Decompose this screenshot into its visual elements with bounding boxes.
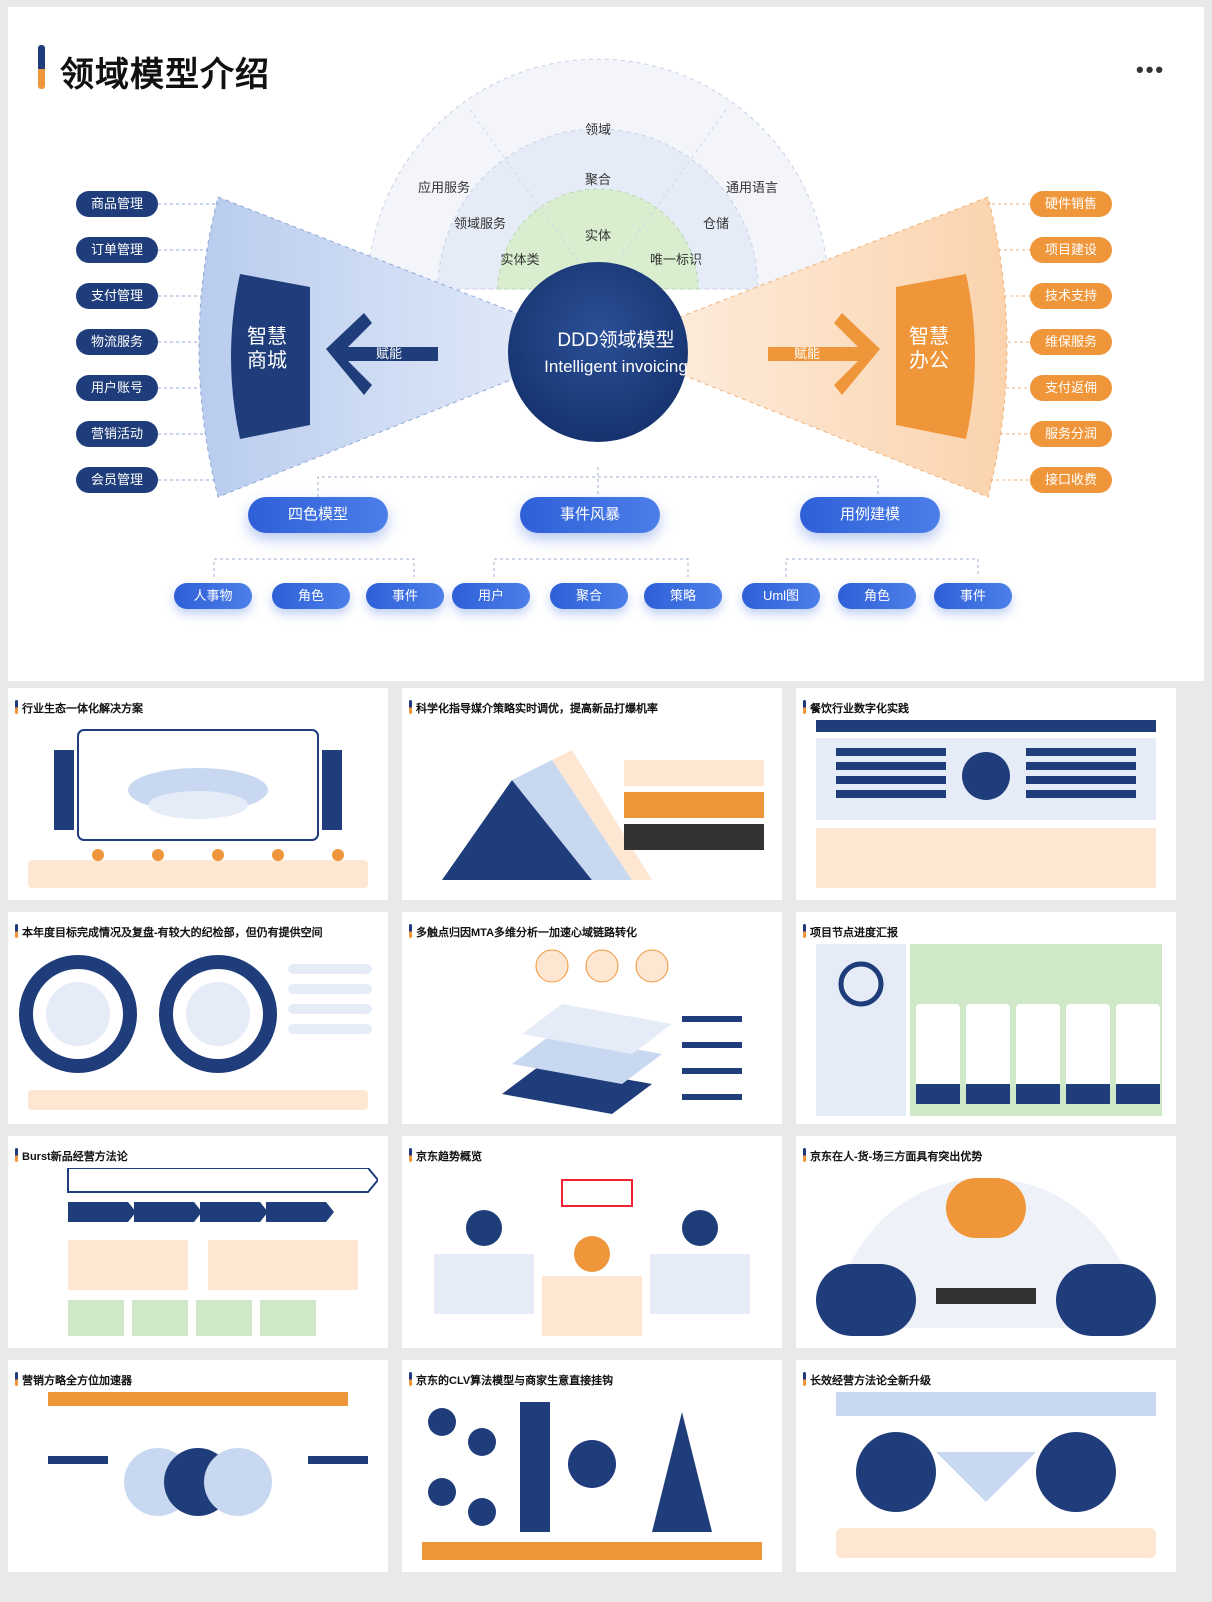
sub-item-people-things[interactable]: 人事物 bbox=[174, 583, 252, 609]
thumbnail-slide[interactable]: 科学化指导媒介策略实时调优，提高新品打爆机率 bbox=[402, 688, 782, 900]
more-menu-icon[interactable]: ••• bbox=[1136, 57, 1166, 82]
sub-item-uml[interactable]: Uml图 bbox=[742, 583, 820, 609]
left-item-member[interactable]: 会员管理 bbox=[76, 467, 158, 493]
arc-label-entity-class: 实体类 bbox=[500, 252, 540, 267]
thumbnail-accent-bar bbox=[15, 924, 18, 938]
thumbnail-slide[interactable]: 行业生态一体化解决方案 bbox=[8, 688, 388, 900]
page-title: 领域模型介绍 bbox=[60, 56, 270, 94]
thumbnail-accent-bar bbox=[409, 1148, 412, 1162]
thumbnail-graphic bbox=[19, 955, 372, 1110]
thumbnail-slide[interactable]: Burst新品经营方法论 bbox=[8, 1136, 388, 1348]
diagram-graphic bbox=[158, 58, 1030, 577]
thumbnail-graphic bbox=[836, 1392, 1156, 1558]
thumbnail-title: 营销方略全方位加速器 bbox=[22, 1375, 132, 1387]
thumbnail-slide[interactable]: 长效经营方法论全新升级 bbox=[796, 1360, 1176, 1572]
sub-item-role[interactable]: 角色 bbox=[272, 583, 350, 609]
thumbnail-accent-bar bbox=[15, 700, 18, 714]
left-wing-label-line2: 商城 bbox=[247, 350, 287, 372]
thumbnail-graphic bbox=[816, 720, 1156, 888]
left-item-account[interactable]: 用户账号 bbox=[76, 375, 158, 401]
right-wing-label: 智慧 办公 bbox=[906, 325, 952, 373]
sub-item-event[interactable]: 事件 bbox=[366, 583, 444, 609]
thumbnail-title: 多触点归因MTA多维分析一加速心域链路转化 bbox=[416, 927, 638, 939]
center-title: DDD领域模型 bbox=[557, 330, 675, 351]
thumbnail-slide[interactable]: 营销方略全方位加速器 bbox=[8, 1360, 388, 1572]
right-wing-label-line1: 智慧 bbox=[909, 326, 949, 348]
thumbnail-slide[interactable]: 京东的CLV算法模型与商家生意直接挂钩 bbox=[402, 1360, 782, 1572]
right-item-tech-support[interactable]: 技术支持 bbox=[1030, 283, 1112, 309]
thumbnail-slide[interactable]: 京东在人-货-场三方面具有突出优势 bbox=[796, 1136, 1176, 1348]
thumbnail-slide[interactable]: 本年度目标完成情况及复盘-有较大的纪检部，但仍有提供空间 bbox=[8, 912, 388, 1124]
group-event-storming[interactable]: 事件风暴 bbox=[520, 497, 660, 533]
thumbnail-slide[interactable]: 京东趋势概览 bbox=[402, 1136, 782, 1348]
thumbnail-accent-bar bbox=[803, 924, 806, 938]
left-enable-label: 赋能 bbox=[376, 346, 403, 361]
thumbnail-slide[interactable]: 餐饮行业数字化实践 bbox=[796, 688, 1176, 900]
right-item-rebate[interactable]: 支付返佣 bbox=[1030, 375, 1112, 401]
right-item-api-fee[interactable]: 接口收费 bbox=[1030, 467, 1112, 493]
group-four-color-model[interactable]: 四色模型 bbox=[248, 497, 388, 533]
right-item-revenue-share[interactable]: 服务分润 bbox=[1030, 421, 1112, 447]
thumbnail-graphic bbox=[48, 1392, 368, 1516]
right-wing-label-line2: 办公 bbox=[909, 350, 949, 372]
thumbnail-title: 餐饮行业数字化实践 bbox=[810, 703, 909, 715]
thumbnail-title: 京东在人-货-场三方面具有突出优势 bbox=[810, 1151, 983, 1163]
arc-label-app-service: 应用服务 bbox=[417, 180, 471, 195]
thumbnail-title: 京东趋势概览 bbox=[416, 1151, 482, 1163]
thumbnail-slide[interactable]: 多触点归因MTA多维分析一加速心域链路转化 bbox=[402, 912, 782, 1124]
thumbnail-accent-bar bbox=[15, 1372, 18, 1386]
sub-item-strategy[interactable]: 策略 bbox=[644, 583, 722, 609]
right-item-maintenance[interactable]: 维保服务 bbox=[1030, 329, 1112, 355]
right-item-project[interactable]: 项目建设 bbox=[1030, 237, 1112, 263]
thumbnail-title: 科学化指导媒介策略实时调优，提高新品打爆机率 bbox=[416, 703, 658, 715]
right-item-hardware[interactable]: 硬件销售 bbox=[1030, 191, 1112, 217]
thumbnail-accent-bar bbox=[803, 1372, 806, 1386]
thumbnail-accent-bar bbox=[409, 924, 412, 938]
thumbnail-accent-bar bbox=[409, 700, 412, 714]
left-wing-label: 智慧 商城 bbox=[244, 325, 290, 373]
left-item-payment[interactable]: 支付管理 bbox=[76, 283, 158, 309]
thumbnail-title: 京东的CLV算法模型与商家生意直接挂钩 bbox=[416, 1375, 614, 1387]
right-enable-label: 赋能 bbox=[794, 346, 821, 361]
thumbnail-graphic bbox=[422, 1402, 762, 1560]
thumbnail-graphic bbox=[434, 1179, 750, 1336]
left-item-marketing[interactable]: 营销活动 bbox=[76, 421, 158, 447]
thumbnail-graphic bbox=[67, 1168, 378, 1336]
thumbnail-accent-bar bbox=[15, 1148, 18, 1162]
sub-item-role-2[interactable]: 角色 bbox=[838, 583, 916, 609]
thumbnail-accent-bar bbox=[803, 1148, 806, 1162]
title-accent-bar bbox=[38, 45, 45, 89]
left-item-logistics[interactable]: 物流服务 bbox=[76, 329, 158, 355]
thumbnail-title: 项目节点进度汇报 bbox=[810, 927, 898, 939]
thumbnail-title: 长效经营方法论全新升级 bbox=[810, 1375, 931, 1387]
arc-label-repository: 仓储 bbox=[702, 216, 730, 231]
group-use-case-modeling[interactable]: 用例建模 bbox=[800, 497, 940, 533]
sub-item-aggregate[interactable]: 聚合 bbox=[550, 583, 628, 609]
thumbnail-accent-bar bbox=[409, 1372, 412, 1386]
arc-label-domain: 领域 bbox=[584, 122, 612, 137]
thumbnail-graphic bbox=[502, 949, 742, 1114]
arc-label-entity: 实体 bbox=[584, 228, 612, 243]
thumbnail-graphic bbox=[28, 729, 368, 888]
left-wing-label-line1: 智慧 bbox=[247, 326, 287, 348]
arc-label-aggregate: 聚合 bbox=[584, 172, 612, 187]
arc-label-ubiquitous-language: 通用语言 bbox=[725, 180, 779, 195]
arc-label-unique-id: 唯一标识 bbox=[649, 252, 703, 267]
thumbnail-graphic bbox=[816, 1178, 1156, 1336]
thumbnail-graphic bbox=[816, 944, 1162, 1116]
arc-label-domain-service: 领域服务 bbox=[453, 216, 507, 231]
thumbnail-slide[interactable]: 项目节点进度汇报 bbox=[796, 912, 1176, 1124]
left-item-order[interactable]: 订单管理 bbox=[76, 237, 158, 263]
thumbnail-graphic bbox=[442, 750, 764, 880]
sub-item-user[interactable]: 用户 bbox=[452, 583, 530, 609]
thumbnail-title: 本年度目标完成情况及复盘-有较大的纪检部，但仍有提供空间 bbox=[22, 927, 323, 939]
main-slide: 领域模型介绍 ••• 领域 应用服务 通用语言 聚合 领域服务 仓储 实体 实体… bbox=[8, 7, 1204, 681]
center-subtitle: Intelligent invoicing bbox=[544, 357, 688, 376]
thumbnail-accent-bar bbox=[803, 700, 806, 714]
thumbnail-title: Burst新品经营方法论 bbox=[22, 1151, 128, 1163]
left-item-product[interactable]: 商品管理 bbox=[76, 191, 158, 217]
thumbnail-title: 行业生态一体化解决方案 bbox=[22, 703, 143, 715]
sub-item-event-2[interactable]: 事件 bbox=[934, 583, 1012, 609]
